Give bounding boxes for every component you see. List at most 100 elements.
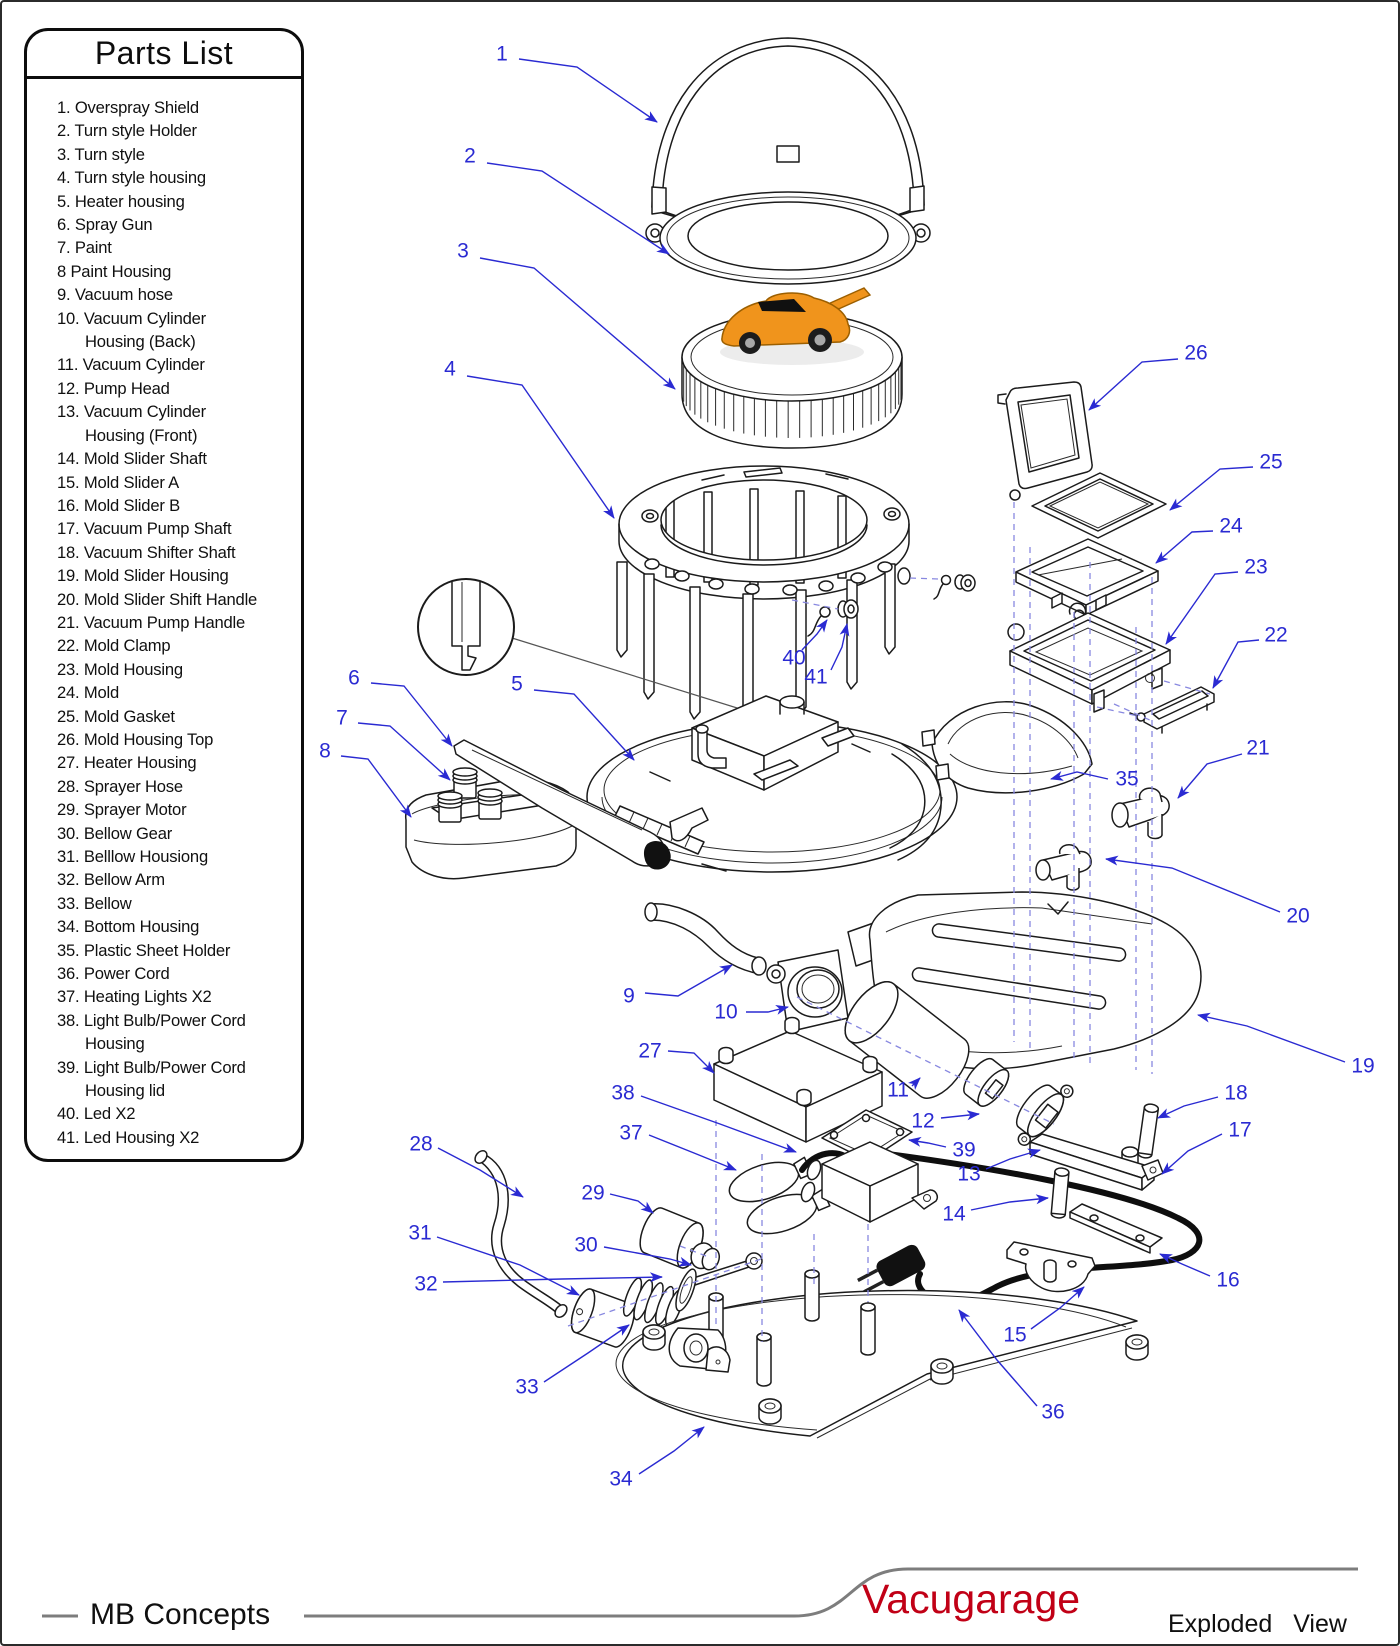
turntable-ribs (683, 363, 902, 438)
part-29-sprayer-motor (639, 1207, 704, 1269)
part-7-paint (437, 767, 503, 823)
callout-leader-36 (958, 1309, 1038, 1407)
callout-number-4: 4 (444, 358, 456, 381)
callout-leader-37 (648, 1134, 737, 1171)
callout-leader-26 (1088, 358, 1179, 411)
callout-number-31: 31 (408, 1222, 431, 1245)
callout-leader-23 (1165, 571, 1239, 645)
callout-number-12: 12 (911, 1110, 934, 1133)
callout-leader-33 (543, 1324, 630, 1383)
callout-leader-7 (357, 722, 451, 781)
parts-list-item: 10. Vacuum Cylinder Housing (Back) (57, 308, 206, 352)
callout-leader-13 (985, 1148, 1041, 1170)
callout-number-14: 14 (942, 1203, 966, 1226)
callout-leader-32 (442, 1272, 663, 1283)
callout-number-21: 21 (1246, 737, 1269, 760)
callout-leader-2 (486, 162, 670, 255)
part-4-turn-style-housing (616, 465, 911, 723)
product-name: Vacugarage (862, 1576, 1081, 1622)
part-41-led-housing (837, 574, 976, 619)
parts-list-item: 9. Vacuum hose (57, 285, 173, 305)
magnifier-detail (417, 578, 751, 713)
callout-leader-38 (640, 1095, 797, 1153)
callout-leader-31 (436, 1236, 580, 1296)
callout-leader-34 (638, 1426, 705, 1475)
part-38-light-bulb-power-cord-housing (799, 1141, 938, 1223)
callout-leader-15 (1030, 1286, 1085, 1330)
callout-layer: 1234567891011121314151617181920212223242… (319, 43, 1375, 1491)
part-13-vacuum-cylinder-housing-front (1015, 1084, 1074, 1146)
callout-leader-12 (940, 1110, 980, 1121)
part-6-spray-gun (453, 739, 709, 870)
callout-leader-16 (1159, 1253, 1211, 1277)
callout-leader-24 (1155, 530, 1214, 564)
callout-leader-40 (801, 619, 828, 651)
parts-list-item: 5. Heater housing (57, 191, 185, 211)
callout-leader-35 (1050, 771, 1109, 781)
part-18-vacuum-shifter-shaft (1137, 1103, 1160, 1159)
callout-leader-30 (603, 1246, 692, 1267)
callout-number-39: 39 (952, 1139, 975, 1162)
parts-list-item: 17. Vacuum Pump Shaft (57, 519, 232, 539)
parts-list-item: 29. Sprayer Motor (57, 800, 187, 820)
view-subtitle: Exploded View (1168, 1610, 1347, 1638)
parts-list-item: 37. Heating Lights X2 (57, 987, 212, 1007)
parts-list-item: 40. Led X2 (57, 1104, 136, 1124)
callout-leader-21 (1177, 753, 1243, 799)
parts-list-item: 26. Mold Housing Top (57, 729, 214, 749)
callout-number-38: 38 (611, 1082, 634, 1105)
callout-number-16: 16 (1216, 1269, 1239, 1292)
parts-list-item: 2. Turn style Holder (57, 121, 197, 141)
parts-list-item: 23. Mold Housing (57, 659, 183, 679)
part-21-vacuum-pump-handle (1111, 787, 1170, 840)
callout-leader-20 (1105, 855, 1281, 913)
callout-number-23: 23 (1244, 556, 1267, 579)
parts-list-item: 38. Light Bulb/Power Cord Housing (57, 1010, 246, 1054)
parts-list-item: 36. Power Cord (57, 964, 170, 984)
callout-number-28: 28 (409, 1133, 432, 1156)
callout-number-41: 41 (804, 666, 827, 689)
parts-list-item: 20. Mold Slider Shift Handle (57, 589, 258, 609)
callout-leader-14 (970, 1194, 1049, 1211)
part-20-mold-slider-shift-handle (1035, 843, 1092, 891)
callout-number-29: 29 (581, 1182, 604, 1205)
callout-leader-9 (644, 964, 733, 997)
part-27-heater-housing (713, 1016, 883, 1143)
callout-number-25: 25 (1259, 451, 1282, 474)
callout-leader-10 (746, 1005, 789, 1015)
parts-list-header: Parts List (27, 31, 301, 79)
parts-list-item: 32. Bellow Arm (57, 870, 165, 890)
callout-leader-25 (1169, 466, 1254, 511)
callout-leader-4 (466, 375, 615, 519)
callout-number-6: 6 (348, 667, 360, 690)
parts-list-item: 13. Vacuum Cylinder Housing (Front) (57, 402, 206, 445)
parts-list-item: 41. Led Housing X2 (57, 1127, 200, 1147)
callout-number-1: 1 (496, 43, 508, 66)
footer-rule (42, 1567, 1358, 1618)
part-28-sprayer-hose (474, 1149, 568, 1319)
alignment-dashed-lines (567, 502, 1211, 1342)
callout-number-40: 40 (782, 647, 805, 670)
callout-number-5: 5 (511, 673, 523, 696)
part-23-mold-housing (1007, 602, 1171, 713)
part-30-bellow-gear (690, 1242, 721, 1271)
parts-list-item: 8 Paint Housing (57, 261, 172, 281)
part-14-mold-slider-shaft (1050, 1167, 1070, 1219)
part-35-plastic-sheet-holder (921, 701, 1093, 794)
callout-leader-19 (1197, 1012, 1346, 1063)
callout-leader-29 (609, 1193, 654, 1214)
part-25-mold-gasket (1031, 472, 1167, 539)
callout-leader-39 (908, 1136, 947, 1148)
part-15-mold-slider-a (1006, 1241, 1096, 1293)
part-19-mold-slider-housing (847, 891, 1202, 1070)
parts-list-item: 22. Mold Clamp (57, 636, 171, 656)
callout-number-8: 8 (319, 740, 331, 763)
parts-list-item: 33. Bellow (57, 893, 132, 913)
part-10-vacuum-cylinder-housing-back (766, 949, 849, 1033)
callout-number-24: 24 (1219, 515, 1243, 538)
callout-number-36: 36 (1041, 1401, 1064, 1424)
parts-list-item: 28. Sprayer Hose (57, 776, 183, 796)
